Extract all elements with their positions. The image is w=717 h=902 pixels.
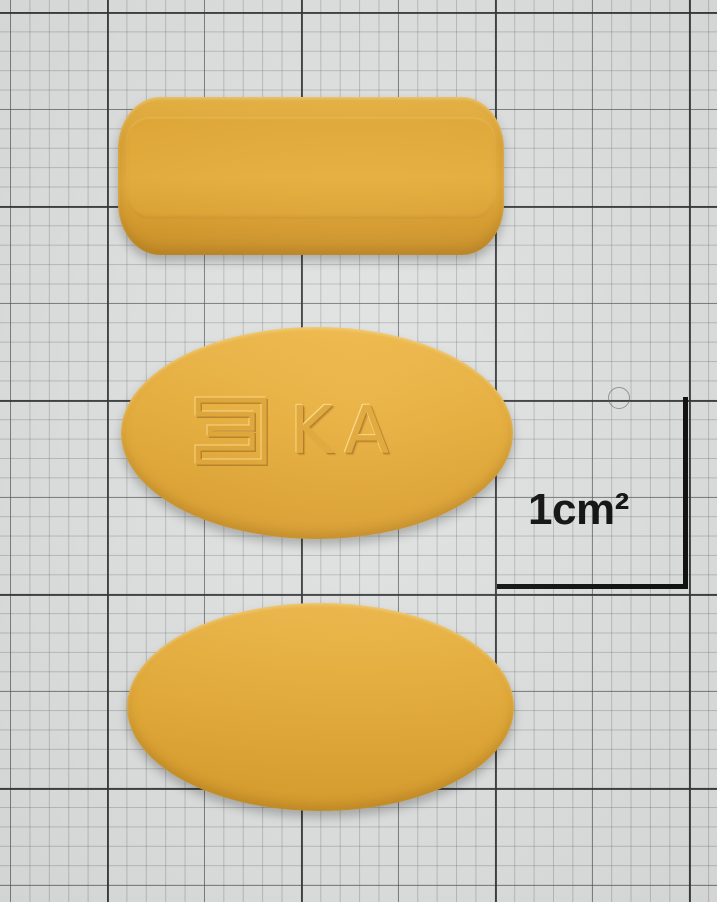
tablet-engraving: KA xyxy=(194,396,401,466)
abbott-logo-icon xyxy=(194,396,268,466)
tablet-engraved-face xyxy=(121,327,513,539)
scale-bar-vertical xyxy=(683,397,688,589)
tablet-plain-face xyxy=(127,603,514,811)
tablet-imprint: KA xyxy=(290,392,402,469)
tablet-side-view xyxy=(118,97,504,255)
grid-circle-mark xyxy=(608,387,630,409)
scale-bar-horizontal xyxy=(497,584,688,589)
tablet-side-band xyxy=(126,117,496,219)
scale-label: 1cm² xyxy=(528,485,629,534)
